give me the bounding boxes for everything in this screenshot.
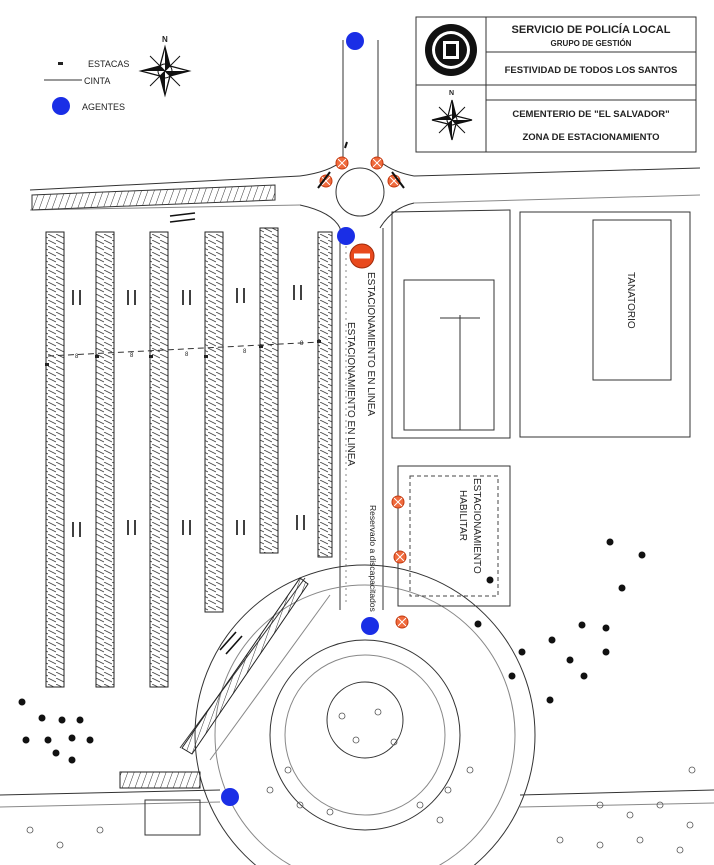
compass-rose-icon-header <box>431 99 473 141</box>
spacing-label: 8 <box>243 349 247 355</box>
header-org-subtitle: GRUPO DE GESTIÓN <box>551 39 632 48</box>
legend-agent-dot-icon <box>52 97 70 115</box>
legend-north-letter: N <box>162 35 168 44</box>
reserved-disabled-label: Reservado a discapacitados <box>368 505 378 612</box>
enable-parking-label-1: HABILITAR <box>457 490 468 541</box>
parking-row-5 <box>259 227 279 554</box>
agent-dot-icon <box>346 32 364 50</box>
parking-row-2 <box>95 231 115 688</box>
spacing-label: 8 <box>75 354 79 360</box>
legend-stake-symbol <box>58 62 63 65</box>
road-network <box>0 40 714 865</box>
agent-dot-icon <box>361 617 379 635</box>
parking-row-4 <box>204 231 224 613</box>
no-entry-sign-icon <box>349 243 375 269</box>
header-place: CEMENTERIO DE "EL SALVADOR" <box>512 109 669 120</box>
tanatorio-label: TANATORIO <box>625 272 636 329</box>
west-parking-area: 8 8 8 8 8 <box>31 184 333 789</box>
cemetery-buildings: TANATORIO <box>391 209 691 607</box>
parking-row-6 <box>317 231 333 558</box>
parking-row-3 <box>149 231 169 688</box>
parking-line-label-2: ESTACIONAMIENTO EN LINEA <box>345 322 356 466</box>
parking-line-label-1: ESTACIONAMIENTO EN LINEA <box>365 272 376 416</box>
agents <box>221 32 379 806</box>
compass-rose-icon <box>138 44 192 98</box>
legend-tape-label: CINTA <box>84 76 110 86</box>
parking-row-1 <box>45 231 65 688</box>
agent-dot-icon <box>337 227 355 245</box>
legend: ESTACAS CINTA AGENTES N <box>44 35 192 115</box>
tanatorio-building <box>592 219 672 381</box>
north-roundabout <box>335 167 385 217</box>
spacing-label: 8 <box>130 353 134 359</box>
header-north-letter: N <box>449 90 454 97</box>
enable-parking-label-2: ESTACIONAMIENTO <box>471 478 482 574</box>
police-emblem-icon <box>425 24 477 76</box>
south-roundabout <box>194 564 536 865</box>
spacing-label: 8 <box>185 352 189 358</box>
spacing-label: 8 <box>300 341 304 347</box>
legend-agents-label: AGENTES <box>82 102 125 112</box>
header-zone: ZONA DE ESTACIONAMIENTO <box>522 132 659 143</box>
vegetation <box>18 538 646 764</box>
header-org-title: SERVICIO DE POLICÍA LOCAL <box>512 23 671 36</box>
agent-dot-icon <box>221 788 239 806</box>
header-event: FESTIVIDAD DE TODOS LOS SANTOS <box>505 65 678 76</box>
title-block: N SERVICIO DE POLICÍA LOCAL GRUPO DE GES… <box>415 16 697 153</box>
small-trees <box>26 708 696 854</box>
no-parking-sign-icon <box>319 156 409 629</box>
legend-stakes-label: ESTACAS <box>88 59 129 69</box>
